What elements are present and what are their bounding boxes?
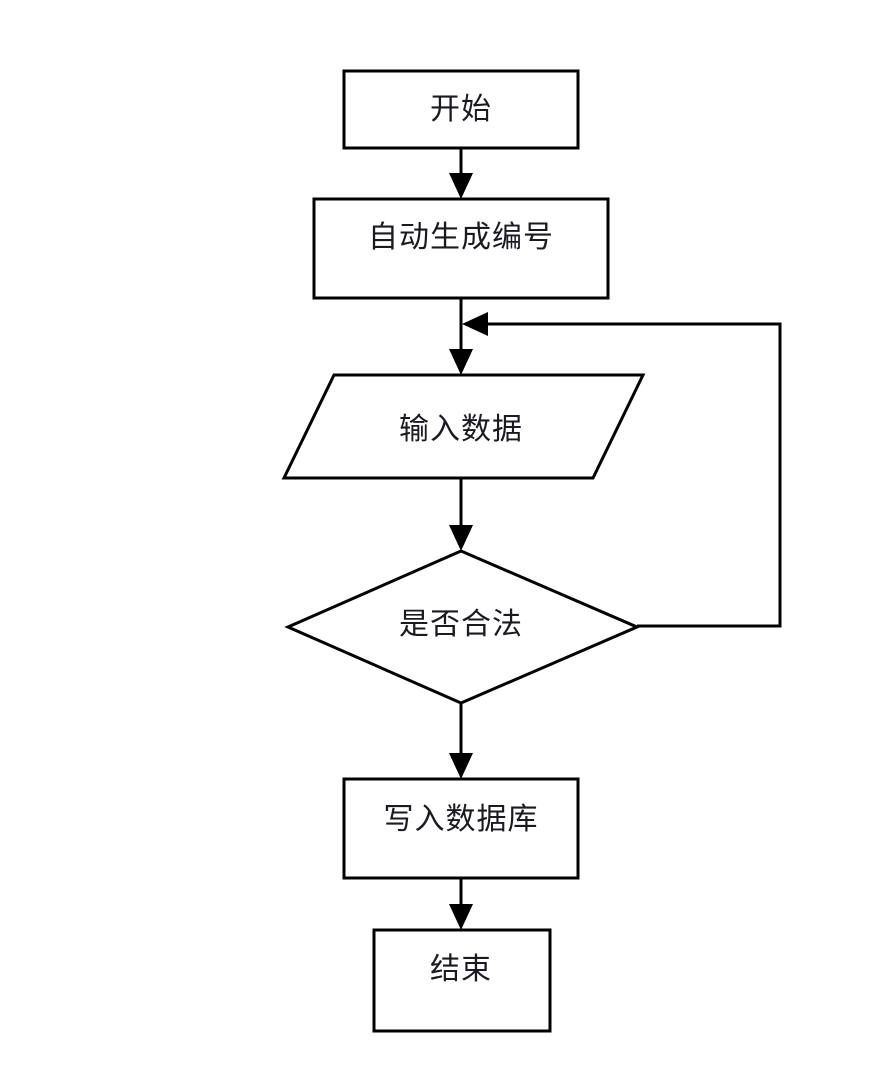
arrow-head-icon [449, 525, 473, 551]
arrow-head-icon [449, 173, 473, 199]
arrow-head-icon [449, 349, 473, 375]
write-db-box[interactable] [342, 777, 580, 880]
auto-number-label: 自动生成编号 [368, 221, 554, 254]
is-valid-label: 是否合法 [399, 608, 523, 641]
node-input-data[interactable]: 输入数据 [281, 373, 646, 480]
node-write-db[interactable]: 写入数据库 [342, 777, 580, 880]
edge-start-to-auto-number [449, 148, 473, 199]
node-is-valid[interactable]: 是否合法 [284, 549, 641, 705]
arrow-head-icon [449, 904, 473, 930]
input-data-label: 输入数据 [399, 413, 523, 446]
edge-auto-number-to-input-data [449, 298, 473, 375]
input-data-parallelogram[interactable] [281, 373, 646, 480]
start-box[interactable] [342, 69, 580, 150]
end-label: 结束 [430, 953, 492, 986]
is-valid-diamond[interactable] [284, 549, 641, 705]
auto-number-box[interactable] [312, 197, 610, 300]
edge-is-valid-to-write-db [449, 703, 473, 779]
arrow-head-icon [449, 753, 473, 779]
arrow-head-icon [462, 312, 488, 336]
end-box[interactable] [372, 928, 552, 1033]
write-db-label: 写入数据库 [384, 803, 539, 836]
edge-is-valid-feedback-loop [462, 312, 782, 628]
start-label: 开始 [430, 93, 492, 126]
node-end[interactable]: 结束 [372, 928, 552, 1033]
node-start[interactable]: 开始 [342, 69, 580, 150]
edge-input-data-to-is-valid [449, 478, 473, 551]
node-auto-number[interactable]: 自动生成编号 [312, 197, 610, 300]
edge-write-db-to-end [449, 878, 473, 930]
